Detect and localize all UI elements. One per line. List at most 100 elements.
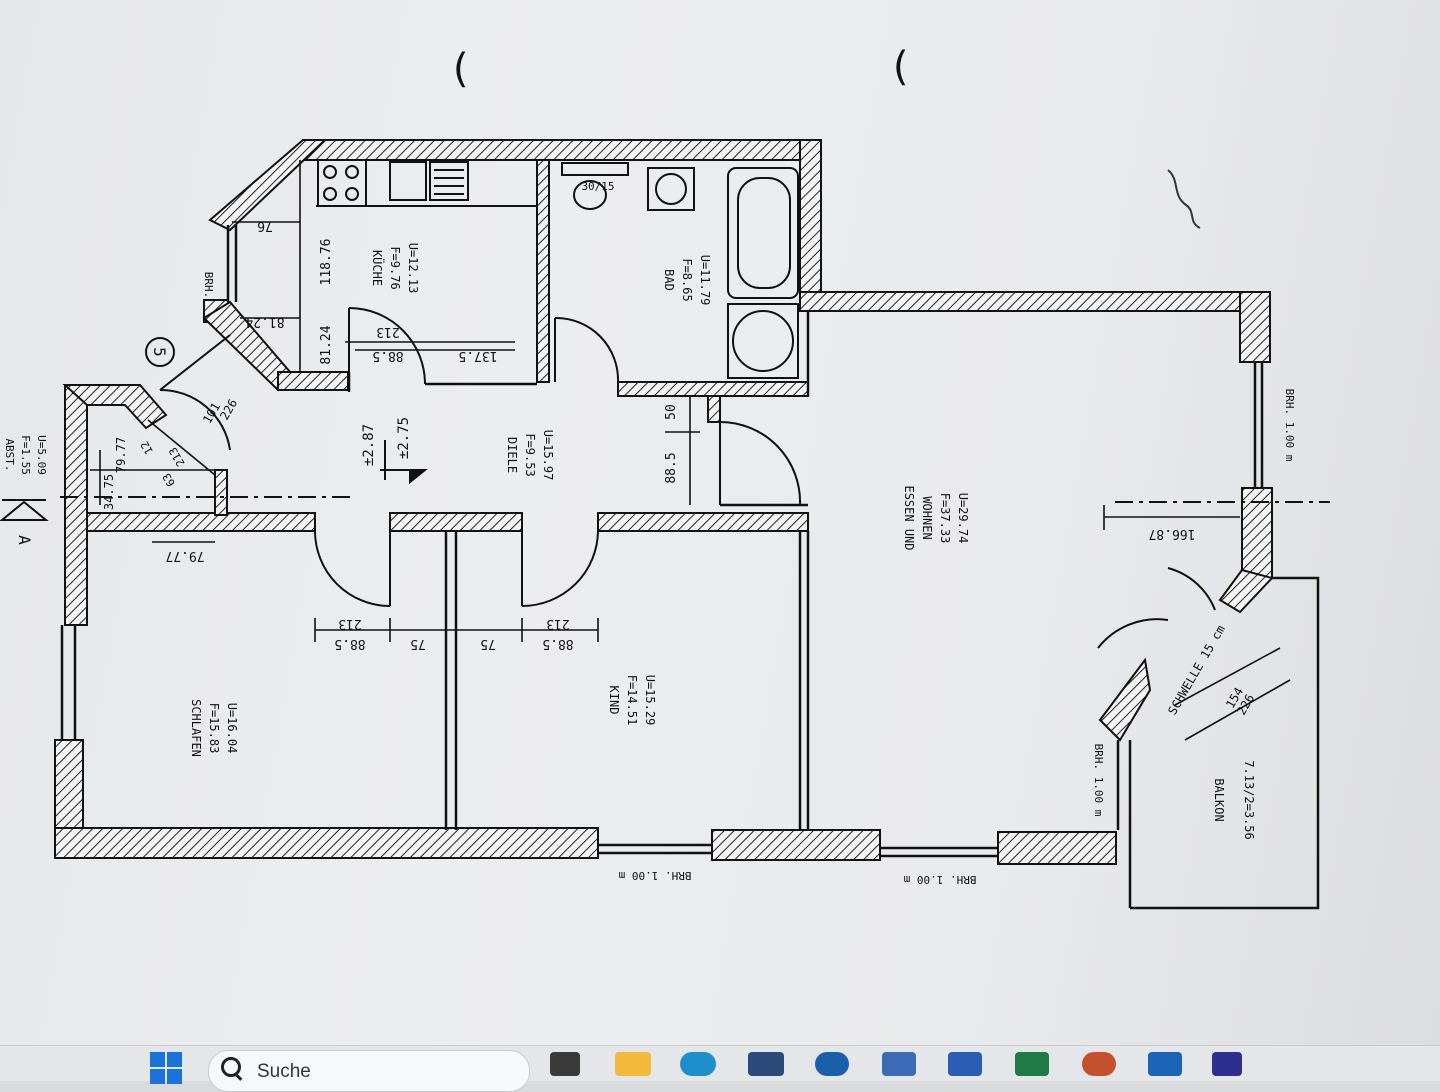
app-icon-11[interactable] [1212, 1052, 1242, 1076]
svg-text:BAD: BAD [662, 269, 676, 291]
section-label: A [15, 535, 34, 545]
sink [389, 161, 427, 201]
dim-81-24-b: 81.24 [245, 314, 284, 329]
svg-text:KIND: KIND [607, 686, 621, 715]
wall-mid-1 [86, 512, 316, 532]
wall-right-living-upper [1239, 291, 1271, 363]
interior-lines [60, 225, 1320, 910]
outlook-icon[interactable] [1148, 1052, 1182, 1076]
room-label-balkon: BALKON 7.13/2=3.56 [1212, 760, 1256, 839]
label-brh-bottom-right: BRH. 1.00 m [903, 873, 976, 886]
svg-text:F=8.65: F=8.65 [680, 258, 694, 301]
dim-101-226: 101226 [200, 390, 240, 432]
windows-start-icon[interactable] [150, 1052, 184, 1086]
door-bath [554, 316, 620, 383]
svg-text:ESSEN UND: ESSEN UND [902, 485, 916, 550]
dim-166-87: 166.87 [1149, 526, 1196, 541]
dim-137-5: 137.5 [458, 348, 497, 363]
room-label-schlafen: SCHLAFEN F=15.83 U=16.04 [189, 699, 239, 757]
shower-tray [727, 303, 799, 379]
walls [54, 139, 1274, 865]
scribble-mark [1167, 169, 1201, 229]
store-icon[interactable] [748, 1052, 784, 1076]
search-placeholder: Suche [257, 1061, 311, 1082]
svg-text:U=29.74: U=29.74 [956, 493, 970, 544]
dim-213-kind: 213 [546, 616, 569, 631]
app-icon-6[interactable] [882, 1052, 916, 1076]
mark-paren-right: ( [888, 44, 912, 90]
wall-bath-left [536, 159, 550, 383]
wall-kitchen-bottom [277, 371, 349, 391]
wall-mid-2 [389, 512, 523, 532]
svg-text:F=1.55: F=1.55 [19, 435, 32, 475]
wall-bottom-mid [711, 829, 881, 861]
kitchen-fixtures [316, 159, 537, 207]
taskbar-search-box[interactable]: Suche [208, 1050, 530, 1092]
mark-paren-left: ( [448, 46, 472, 92]
dim-213-schlafen: 213 [338, 616, 361, 631]
label-schwelle: SCHWELLE 15 cm [1165, 623, 1228, 718]
svg-text:SCHLAFEN: SCHLAFEN [189, 699, 203, 757]
dim-213-abst: 213 [166, 445, 187, 469]
svg-text:F=15.83: F=15.83 [207, 703, 221, 754]
section-line [60, 496, 1330, 503]
label-brh-right: BRH. 1.00 m [1283, 389, 1296, 462]
room-label-kind: KIND F=14.51 U=15.29 [607, 675, 657, 726]
dim-76: 76 [257, 218, 273, 233]
wall-bottom-left [54, 827, 599, 859]
dim-118-76: 118.76 [319, 239, 334, 286]
folder-icon[interactable] [615, 1052, 651, 1076]
wall-top-kitchen-bath [302, 139, 822, 161]
dim-79-77-b: 79.77 [165, 548, 204, 563]
door-schlafen [314, 530, 391, 607]
washbasin [647, 167, 695, 211]
svg-text:BALKON: BALKON [1212, 778, 1226, 821]
word-icon[interactable] [948, 1052, 982, 1076]
taskbar-app-icon-1[interactable] [550, 1052, 580, 1076]
floor-plan: ( ( [0, 44, 1330, 910]
wall-angled-balcony [1218, 568, 1274, 614]
svg-text:F=14.51: F=14.51 [625, 675, 639, 726]
room-label-abst: ABST. F=1.55 U=5.09 [3, 435, 48, 475]
hp-icon[interactable] [815, 1052, 849, 1076]
wall-mid-3 [597, 512, 809, 532]
dim-63: 63 [160, 471, 178, 489]
dim-213-kitchen: 213 [376, 324, 399, 339]
dim-30-15: 30/15 [581, 180, 614, 193]
excel-icon[interactable] [1015, 1052, 1049, 1076]
wall-left-upper [64, 384, 88, 626]
svg-text:F=9.53: F=9.53 [523, 433, 537, 476]
svg-text:F=9.76: F=9.76 [388, 246, 402, 289]
dim-75-a: 75 [410, 636, 426, 651]
drainboard [429, 161, 469, 201]
svg-text:U=11.79: U=11.79 [698, 255, 712, 306]
dim-12: 12 [138, 439, 156, 457]
svg-text:WOHNEN: WOHNEN [920, 496, 934, 539]
door-living [719, 421, 802, 506]
powerpoint-icon[interactable] [1082, 1052, 1116, 1076]
svg-text:U=15.29: U=15.29 [643, 675, 657, 726]
wall-right-bath [799, 139, 822, 311]
edge-icon[interactable] [680, 1052, 716, 1076]
wall-abst-right [214, 469, 228, 516]
label-brh-top: BRH. [202, 272, 215, 299]
svg-text:F=37.33: F=37.33 [938, 493, 952, 544]
wall-angled-kitchen [208, 139, 328, 232]
search-icon [221, 1057, 241, 1077]
svg-text:7.13/2=3.56: 7.13/2=3.56 [1242, 760, 1256, 839]
dim-88-5-kind: 88.5 [542, 636, 573, 651]
bath-fixtures [561, 162, 799, 379]
level-markers [380, 440, 428, 485]
wall-bottom-right [997, 831, 1117, 865]
svg-text:U=16.04: U=16.04 [225, 703, 239, 754]
room-label-diele: DIELE F=9.53 U=15.97 [505, 430, 555, 481]
svg-text:U=12.13: U=12.13 [406, 243, 420, 294]
dim-88-5-diele: 88.5 [664, 452, 679, 483]
dim-level-2-75: ±2.75 [396, 417, 412, 459]
dim-75-b: 75 [480, 636, 496, 651]
svg-text:KÜCHE: KÜCHE [370, 250, 386, 286]
door-kitchen [348, 307, 426, 385]
door-entry [159, 388, 231, 451]
dimension-lines [90, 160, 1291, 741]
stove [317, 159, 367, 207]
